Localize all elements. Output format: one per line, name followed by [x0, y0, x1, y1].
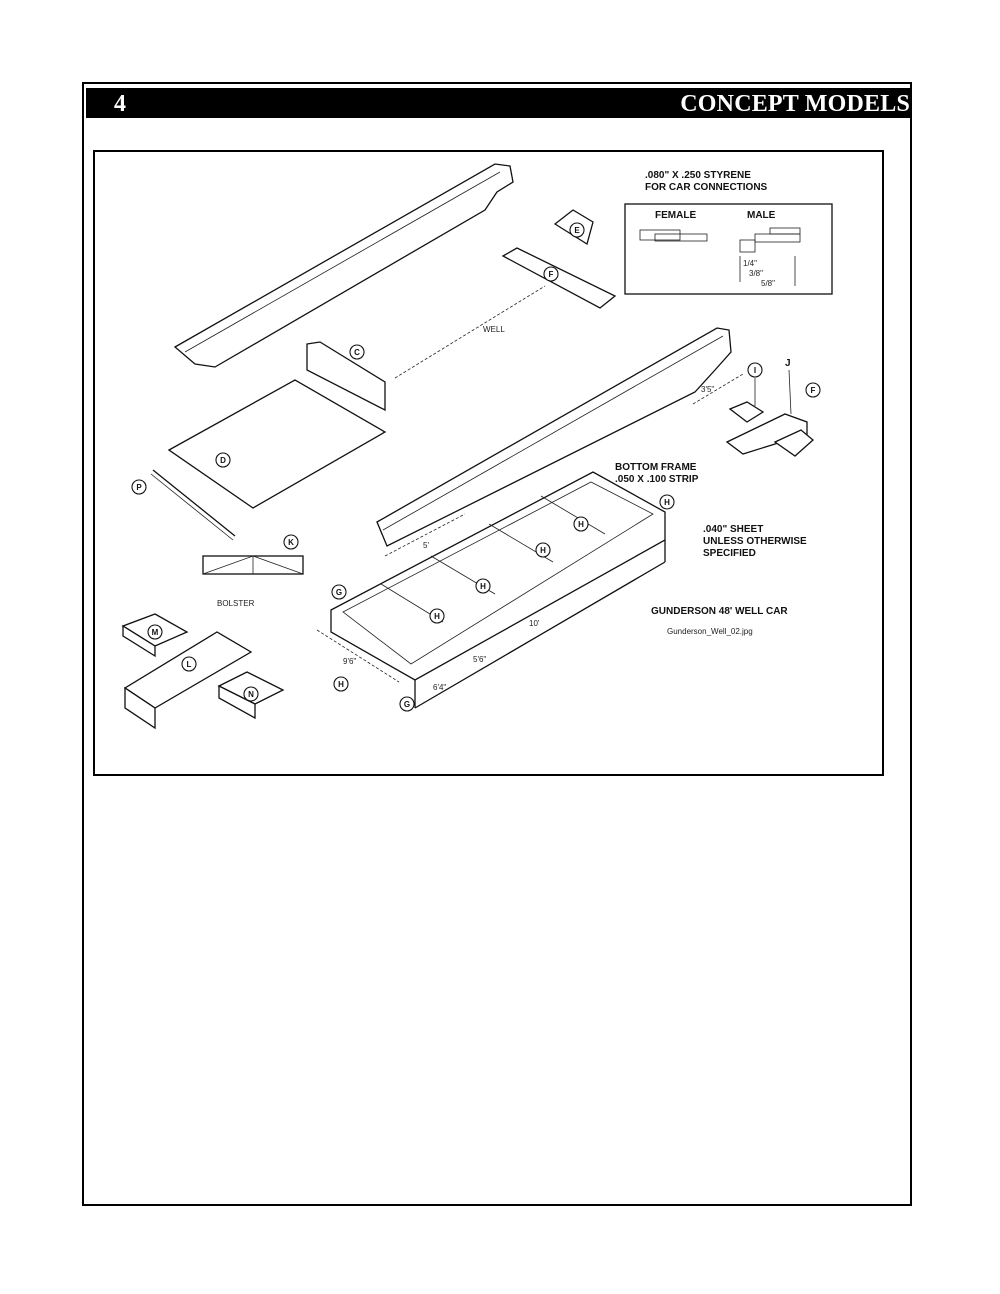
- letter-j-label: J: [785, 358, 791, 369]
- callout-h-1: H: [429, 608, 445, 624]
- male-connector-part-c: [769, 227, 801, 235]
- svg-text:F: F: [811, 386, 816, 395]
- dim-6-4-label: 6'4": [433, 683, 446, 692]
- svg-text:P: P: [136, 483, 142, 492]
- styrene-note-line1: .080" X .250 STYRENE: [645, 170, 751, 181]
- bottom-frame-assembly: [330, 471, 666, 709]
- callout-c: C: [349, 344, 365, 360]
- callout-p: P: [131, 479, 147, 495]
- svg-text:G: G: [336, 588, 342, 597]
- female-connector-part-a: [639, 229, 681, 241]
- callout-h-6: H: [333, 676, 349, 692]
- svg-text:C: C: [354, 348, 360, 357]
- well-dimension-line: [394, 285, 546, 379]
- side-sill-upper: [173, 163, 514, 368]
- svg-text:M: M: [152, 628, 159, 637]
- svg-text:N: N: [248, 690, 254, 699]
- sheet-note-line3: SPECIFIED: [703, 548, 756, 559]
- dim-10-label: 10': [529, 619, 540, 628]
- callout-k: K: [283, 534, 299, 550]
- part-k-bolster: [202, 555, 304, 575]
- svg-text:H: H: [664, 498, 670, 507]
- callout-m: M: [147, 624, 163, 640]
- page-title: CONCEPT MODELS: [680, 91, 910, 117]
- diagram-drawing: .080" X .250 STYRENE FOR CAR CONNECTIONS…: [121, 163, 833, 730]
- connector-detail-box: [624, 203, 833, 295]
- sheet-note-line1: .040" SHEET: [703, 524, 763, 535]
- svg-text:K: K: [288, 538, 294, 547]
- svg-text:H: H: [578, 520, 584, 529]
- header-bar: 4 CONCEPT MODELS: [86, 88, 912, 118]
- dim-5-6-label: 5'6": [473, 655, 486, 664]
- callout-f: F: [543, 266, 559, 282]
- svg-text:H: H: [434, 612, 440, 621]
- side-sill-lower: [376, 327, 732, 547]
- dim-5-label: 5': [423, 541, 429, 550]
- svg-text:E: E: [574, 226, 580, 235]
- styrene-note-line2: FOR CAR CONNECTIONS: [645, 182, 768, 193]
- connector-dim-3: 5/8": [761, 279, 775, 288]
- part-i-block: [728, 401, 765, 423]
- callout-n: N: [243, 686, 259, 702]
- assembly-diagram: .080" X .250 STYRENE FOR CAR CONNECTIONS…: [93, 150, 884, 776]
- svg-text:G: G: [404, 700, 410, 709]
- callout-h-5: H: [659, 494, 675, 510]
- callout-l: L: [181, 656, 197, 672]
- callout-g-2: G: [399, 696, 415, 712]
- bottom-frame-line2: .050 X .100 STRIP: [615, 474, 699, 485]
- svg-text:H: H: [480, 582, 486, 591]
- connector-dim-1: 1/4": [743, 259, 757, 268]
- connector-male-label: MALE: [747, 210, 776, 221]
- part-d-floor-sheet: [167, 379, 387, 509]
- callout-f-small: F: [805, 382, 821, 398]
- connector-dim-2: 3/8": [749, 269, 763, 278]
- car-name: GUNDERSON 48' WELL CAR: [651, 606, 788, 617]
- dim-3-5-label: 3'5": [701, 385, 714, 394]
- svg-text:H: H: [338, 680, 344, 689]
- svg-text:F: F: [549, 270, 554, 279]
- callout-d: D: [215, 452, 231, 468]
- dim-5-line: [384, 513, 466, 557]
- well-label: WELL: [483, 325, 505, 334]
- callout-i: I: [747, 362, 763, 378]
- svg-text:I: I: [754, 366, 756, 375]
- connector-detail: FEMALE MALE 1/4" 3/8" 5/8": [624, 203, 833, 295]
- page-number: 4: [114, 91, 126, 117]
- connector-female-label: FEMALE: [655, 210, 696, 221]
- part-f-strip: [501, 247, 617, 309]
- bolster-label: BOLSTER: [217, 599, 255, 608]
- sheet-note-line2: UNLESS OTHERWISE: [703, 536, 807, 547]
- dim-9-6-label: 9'6": [343, 657, 356, 666]
- part-j-ramp: [725, 413, 808, 455]
- male-connector-part-b: [754, 233, 801, 243]
- part-p-strip: [152, 469, 236, 537]
- bottom-frame-line1: BOTTOM FRAME: [615, 462, 697, 473]
- part-c-end-plate: [306, 341, 386, 412]
- female-connector-part-b: [654, 233, 708, 242]
- file-name: Gunderson_Well_02.jpg: [667, 627, 753, 636]
- svg-text:H: H: [540, 546, 546, 555]
- part-f-wedge: [773, 429, 814, 457]
- svg-text:L: L: [187, 660, 192, 669]
- callout-h-2: H: [475, 578, 491, 594]
- callout-h-4: H: [573, 516, 589, 532]
- male-connector-part-a: [739, 239, 756, 253]
- svg-text:D: D: [220, 456, 226, 465]
- callout-e: E: [569, 222, 585, 238]
- callout-g-1: G: [331, 584, 347, 600]
- callout-h-3: H: [535, 542, 551, 558]
